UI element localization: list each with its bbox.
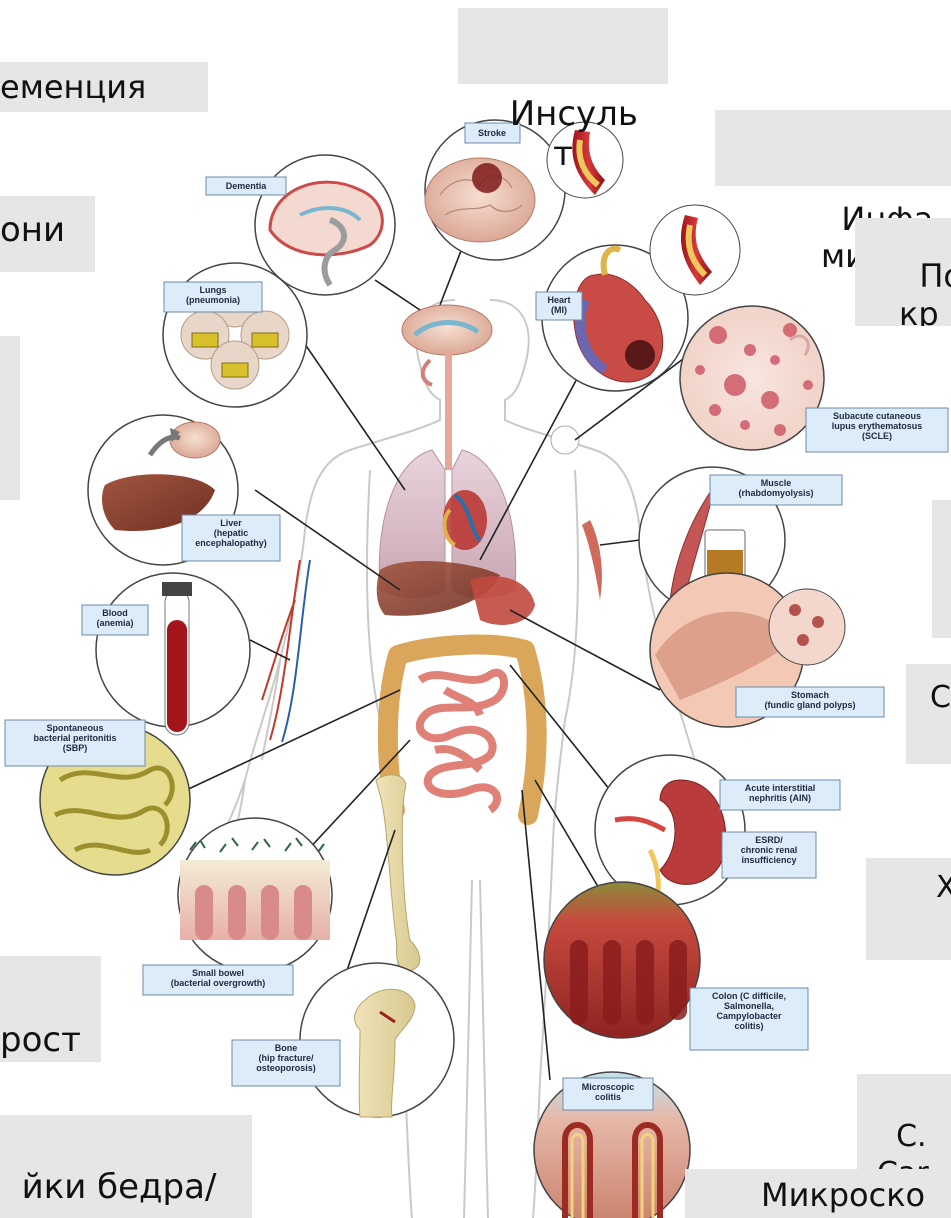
ru-label-fracture-left: рост xyxy=(0,956,101,1062)
label-line: (pneumonia) xyxy=(186,295,240,305)
label-line: Blood xyxy=(102,608,128,618)
label-line: (SBP) xyxy=(63,743,88,753)
ru-label-gastric: С xyxy=(906,664,951,764)
scle-circle xyxy=(680,306,824,450)
arm-vessels xyxy=(262,560,310,742)
label-line: encephalopathy) xyxy=(195,538,267,548)
label-line: Subacute cutaneous xyxy=(833,411,921,421)
label-line: Colon (C difficile, xyxy=(712,991,786,1001)
label-line: (bacterial overgrowth) xyxy=(171,978,266,988)
label-line: colitis xyxy=(595,1092,621,1102)
label-line: (hepatic xyxy=(214,528,249,538)
label-line: (rhabdomyolysis) xyxy=(738,488,813,498)
small-bowel-circle xyxy=(178,818,332,972)
label-line: osteoporosis) xyxy=(256,1063,316,1073)
ru-label-pneumonia: они xyxy=(0,196,95,272)
label-line: (MI) xyxy=(551,305,567,315)
label-line: (fundic gland polyps) xyxy=(765,700,856,710)
label-line: Acute interstitial xyxy=(745,783,816,793)
label-dementia: Dementia xyxy=(226,181,268,191)
ru-label-hip: йки бедра/ ороз xyxy=(0,1115,252,1218)
ru-label-stroke: Инсуль т xyxy=(458,8,668,84)
label-line: nephritis (AIN) xyxy=(749,793,811,803)
label-line: (SCLE) xyxy=(862,431,892,441)
blood-circle xyxy=(96,573,250,735)
ru-box-right-1 xyxy=(932,500,951,638)
label-line: Lungs xyxy=(200,285,227,295)
ru-label-microscopic: Микроско xyxy=(685,1169,951,1218)
ru-box-left-1 xyxy=(0,336,20,500)
label-line: Dementia xyxy=(226,181,268,191)
label-line: ESRD/ xyxy=(755,835,783,845)
ru-label-kidney: Х xyxy=(866,858,951,960)
label-line: colitis) xyxy=(734,1021,763,1031)
femur xyxy=(376,775,420,971)
ru-label-mi: Инфа миока xyxy=(715,110,951,186)
ru-label-dementia: еменция xyxy=(0,62,208,112)
label-line: Salmonella, xyxy=(724,1001,774,1011)
arm-muscle xyxy=(582,520,602,600)
skin-spot xyxy=(551,426,579,454)
ru-label-colitis: C. Car xyxy=(857,1074,951,1184)
label-line: (hip fracture/ xyxy=(258,1053,314,1063)
dementia-circle xyxy=(255,155,395,295)
label-line: Bone xyxy=(275,1043,298,1053)
label-line: lupus erythematosus xyxy=(832,421,923,431)
label-line: Stomach xyxy=(791,690,829,700)
stroke-circle xyxy=(425,120,623,260)
label-line: Liver xyxy=(220,518,242,528)
colon-circle xyxy=(544,882,700,1038)
label-line: chronic renal xyxy=(741,845,798,855)
label-line: Microscopic xyxy=(582,1082,635,1092)
ru-label-skin: По кр xyxy=(855,218,951,326)
head-brain xyxy=(402,305,492,470)
label-line: insufficiency xyxy=(741,855,796,865)
label-line: Spontaneous xyxy=(46,723,103,733)
label-line: Heart xyxy=(547,295,570,305)
label-line: (anemia) xyxy=(96,618,133,628)
label-line: Muscle xyxy=(761,478,792,488)
label-line: bacterial peritonitis xyxy=(33,733,116,743)
label-line: Small bowel xyxy=(192,968,244,978)
label-line: Campylobacter xyxy=(716,1011,782,1021)
